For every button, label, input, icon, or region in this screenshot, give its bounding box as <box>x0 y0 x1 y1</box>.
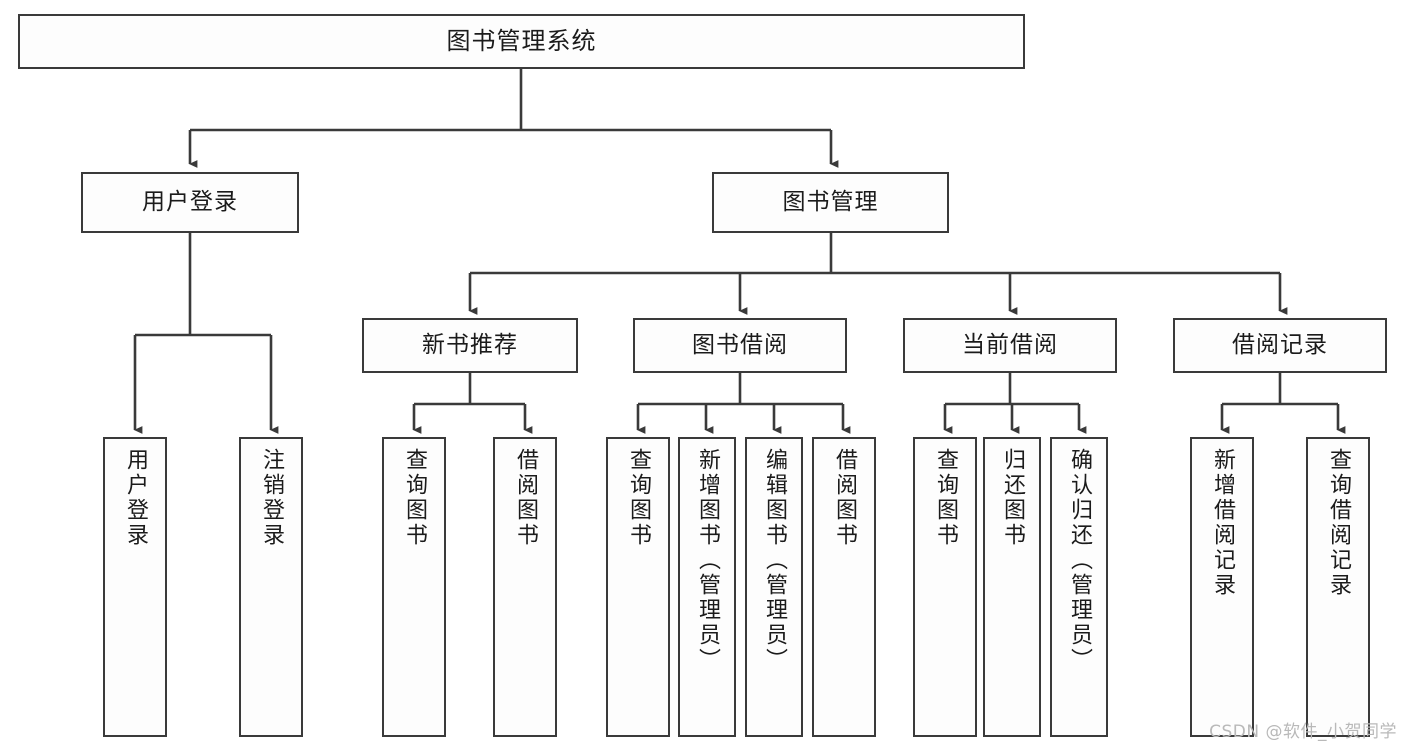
node-label: 图书管理系统 <box>446 27 597 56</box>
leaf-user-login[interactable]: 用户登录 <box>103 437 167 737</box>
leaf-query-book-current[interactable]: 查询图书 <box>913 437 977 737</box>
node-label: 注销登录 <box>259 448 284 548</box>
node-label: 当前借阅 <box>962 331 1058 358</box>
leaf-edit-book-admin[interactable]: 编辑图书（管理员） <box>745 437 803 737</box>
node-label: 确认归还（管理员） <box>1067 448 1092 673</box>
leaf-query-book-recommend[interactable]: 查询图书 <box>382 437 446 737</box>
node-borrow-records[interactable]: 借阅记录 <box>1173 318 1387 373</box>
node-book-borrowing[interactable]: 图书借阅 <box>633 318 847 373</box>
node-book-management[interactable]: 图书管理 <box>712 172 949 233</box>
node-label: 新增借阅记录 <box>1210 448 1235 598</box>
node-label: 用户登录 <box>123 448 148 548</box>
csdn-watermark: CSDN @软件_小贺同学 <box>1209 722 1397 742</box>
node-root-system[interactable]: 图书管理系统 <box>18 14 1025 69</box>
node-label: 用户登录 <box>142 188 238 215</box>
leaf-query-borrow-record[interactable]: 查询借阅记录 <box>1306 437 1370 737</box>
leaf-borrow-book-recommend[interactable]: 借阅图书 <box>493 437 557 737</box>
node-label: 编辑图书（管理员） <box>762 448 787 673</box>
node-label: 归还图书 <box>1000 448 1025 548</box>
leaf-add-borrow-record[interactable]: 新增借阅记录 <box>1190 437 1254 737</box>
node-label: 图书借阅 <box>692 331 788 358</box>
node-label: 借阅图书 <box>513 448 538 548</box>
node-label: 查询图书 <box>626 448 651 548</box>
node-label: 借阅记录 <box>1232 331 1328 358</box>
leaf-query-book-borrow[interactable]: 查询图书 <box>606 437 670 737</box>
node-user-login[interactable]: 用户登录 <box>81 172 299 233</box>
node-label: 查询图书 <box>933 448 958 548</box>
node-current-borrowing[interactable]: 当前借阅 <box>903 318 1117 373</box>
node-label: 新增图书（管理员） <box>695 448 720 673</box>
node-label: 查询借阅记录 <box>1326 448 1351 598</box>
node-new-book-recommendation[interactable]: 新书推荐 <box>362 318 578 373</box>
leaf-confirm-return-admin[interactable]: 确认归还（管理员） <box>1050 437 1108 737</box>
leaf-borrow-book[interactable]: 借阅图书 <box>812 437 876 737</box>
node-label: 借阅图书 <box>832 448 857 548</box>
node-label: 图书管理 <box>782 188 879 215</box>
node-label: 查询图书 <box>402 448 427 548</box>
leaf-return-book[interactable]: 归还图书 <box>983 437 1041 737</box>
leaf-add-book-admin[interactable]: 新增图书（管理员） <box>678 437 736 737</box>
leaf-logout[interactable]: 注销登录 <box>239 437 303 737</box>
node-label: 新书推荐 <box>422 331 518 358</box>
